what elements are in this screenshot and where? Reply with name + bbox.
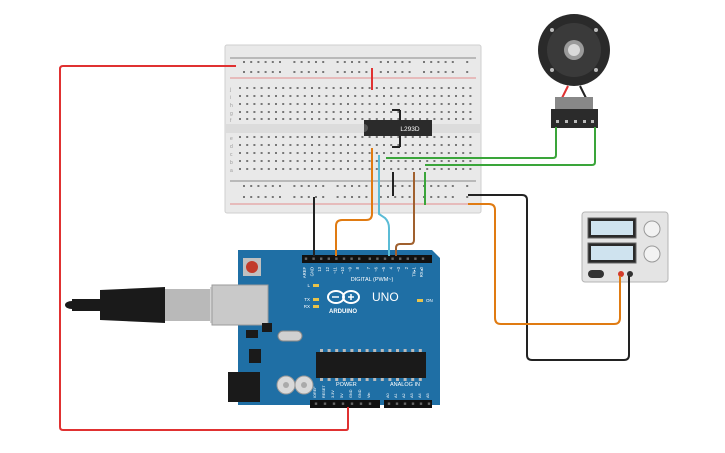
led-rx-label: RX <box>304 304 310 309</box>
digital-pin-label: GND <box>310 267 315 276</box>
power-label: POWER <box>336 382 357 388</box>
wire-brown[interactable] <box>395 172 415 256</box>
usb-port <box>211 284 269 326</box>
analog-pin-label: A5 <box>426 393 430 398</box>
row-letter: f <box>230 118 232 124</box>
analog-pin-label: A0 <box>386 393 390 398</box>
dc-motor[interactable] <box>538 14 610 128</box>
power-pin-label: 5V <box>340 393 344 398</box>
led-on-label: ON <box>426 298 433 303</box>
power-pin-label: IOREF <box>313 386 317 398</box>
row-letter: h <box>230 103 233 109</box>
digital-pin-label: ~10 <box>340 266 345 274</box>
digital-pin-label: 12 <box>325 266 330 271</box>
wire-orange[interactable] <box>335 148 373 256</box>
wire-red[interactable] <box>59 65 349 431</box>
digital-pin-label: ~9 <box>348 266 353 271</box>
row-letter: i <box>230 95 231 101</box>
row-letter: c <box>230 152 233 158</box>
analog-pin-label: A1 <box>394 393 398 398</box>
digital-pin-label: 8 <box>355 266 360 269</box>
row-letter: d <box>230 144 233 150</box>
row-letter: e <box>230 136 233 142</box>
wire-green[interactable] <box>386 127 557 159</box>
wires <box>59 65 630 431</box>
knob-icon[interactable] <box>643 245 661 263</box>
digital-pin-label: ~3 <box>396 266 401 271</box>
model-label: UNO <box>372 290 399 304</box>
digital-pin-label: 4 <box>389 266 394 269</box>
chip-label: L293D <box>400 126 419 133</box>
brand-label: ARDUINO <box>329 309 357 315</box>
power-pin-label: Vin <box>367 393 371 398</box>
power-supply[interactable] <box>581 211 669 283</box>
reset-button[interactable] <box>246 261 258 273</box>
row-letter: j <box>229 87 231 93</box>
knob-icon[interactable] <box>643 220 661 238</box>
power-pin-label: GND <box>358 389 362 398</box>
digital-pin-label: TX▸1 <box>411 266 416 276</box>
digital-pin-label: 7 <box>366 266 371 269</box>
power-pin-label: 3.3V <box>331 390 335 398</box>
wire-black-supply[interactable] <box>468 194 630 361</box>
terminal-negative[interactable] <box>627 271 633 277</box>
digital-pin-label: AREF <box>302 267 307 279</box>
arduino-logo-icon <box>327 290 360 304</box>
digital-pin-label: ~5 <box>381 266 386 271</box>
power-switch[interactable] <box>588 270 604 278</box>
power-pin-label: RESET <box>322 385 326 398</box>
breadboard: j i h g f e d c b a <box>224 44 482 214</box>
analog-pin-label: A2 <box>402 393 406 398</box>
row-letter: a <box>230 168 233 174</box>
analog-pin-label: A3 <box>410 393 414 398</box>
analog-label: ANALOG IN <box>390 382 420 388</box>
digital-pin-label: 2 <box>404 266 409 269</box>
led-tx-label: TX <box>304 297 310 302</box>
terminal-positive[interactable] <box>618 271 624 277</box>
led-l-label: L <box>307 283 310 288</box>
power-jack <box>228 372 260 402</box>
digital-pin-label: RX◂0 <box>419 266 424 277</box>
digital-label: DIGITAL (PWM~) <box>351 277 394 283</box>
atmega-chip <box>316 352 426 378</box>
power-pin-label: GND <box>349 389 353 398</box>
wire-orange-supply[interactable] <box>468 203 621 325</box>
digital-pin-label: ~11 <box>332 266 337 273</box>
l293d-chip[interactable]: L293D <box>364 109 432 148</box>
row-letter: g <box>230 111 233 117</box>
digital-pin-label: ~6 <box>373 266 378 271</box>
wire-cyan[interactable] <box>378 155 390 256</box>
analog-pin-label: A4 <box>418 393 422 398</box>
row-letter: b <box>230 160 233 166</box>
digital-pin-label: 13 <box>317 266 322 271</box>
